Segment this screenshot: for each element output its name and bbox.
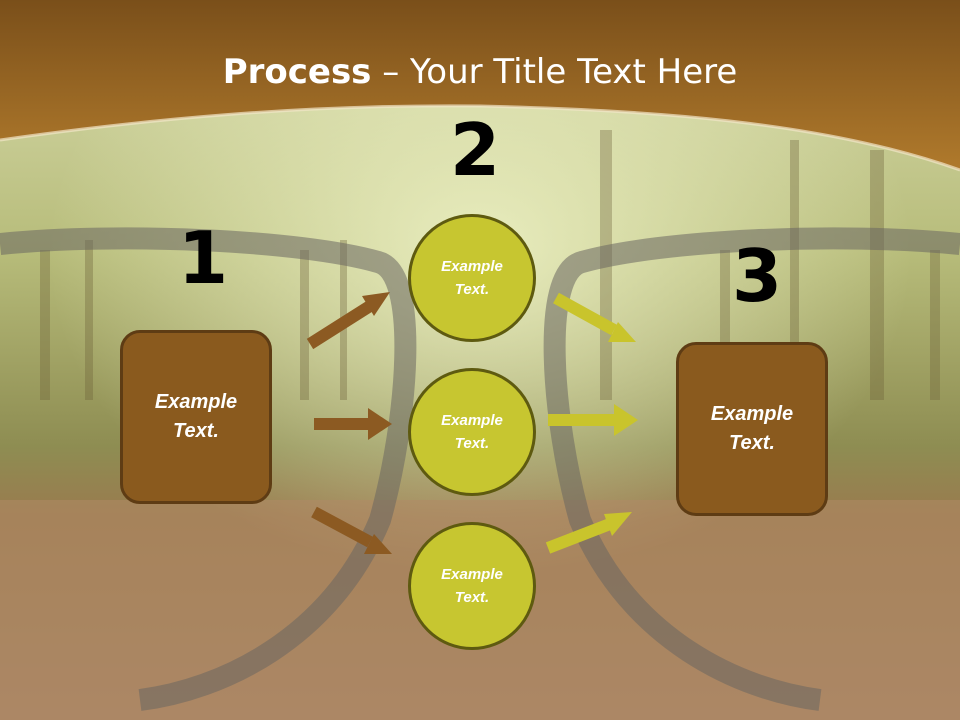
arrow-1-to-bottom: [311, 506, 392, 554]
step-number-1: 1: [178, 216, 229, 300]
step-2-circle-top: Example Text.: [408, 214, 536, 342]
step-2-top-text: Example Text.: [441, 258, 503, 298]
title-bold: Process: [222, 52, 372, 92]
arrow-middle-to-3: [548, 404, 638, 436]
step-number-3: 3: [732, 234, 783, 318]
step-3-text: Example Text.: [710, 403, 794, 454]
arrow-1-to-middle: [314, 408, 392, 440]
step-2-middle-text: Example Text.: [441, 412, 503, 452]
arrow-1-to-top: [306, 292, 390, 350]
step-2-circle-bottom: Example Text.: [408, 522, 536, 650]
step-2-bottom-text: Example Text.: [441, 566, 503, 606]
arrow-top-to-3: [553, 292, 636, 342]
slide-title: Process – Your Title Text Here: [0, 52, 960, 92]
arrow-bottom-to-3: [545, 512, 632, 554]
title-rest: – Your Title Text Here: [371, 52, 738, 92]
step-number-2: 2: [450, 108, 501, 192]
step-1-text: Example Text.: [154, 391, 238, 442]
step-2-circle-middle: Example Text.: [408, 368, 536, 496]
step-3-box: Example Text.: [676, 342, 828, 516]
step-1-box: Example Text.: [120, 330, 272, 504]
